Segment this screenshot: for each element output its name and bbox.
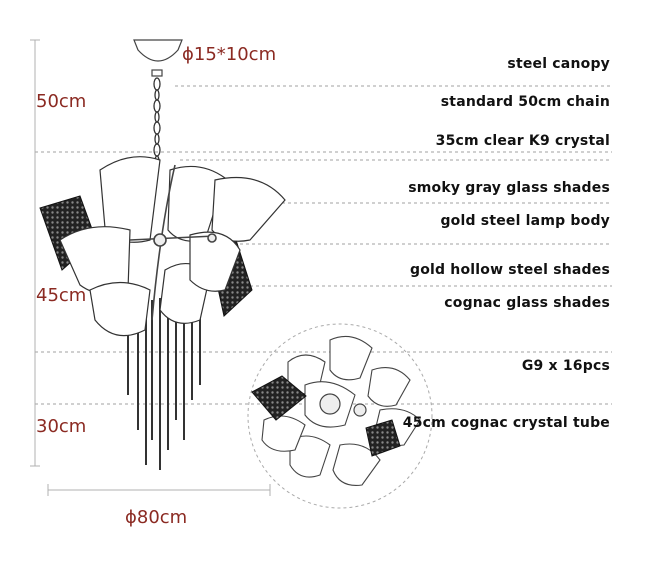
label-k9-crystal: 35cm clear K9 crystal [435, 133, 610, 149]
width-dimension-line [47, 484, 271, 496]
chain-drawing [153, 77, 161, 167]
lamp-body [129, 164, 217, 321]
canopy-drawing [133, 39, 183, 77]
label-cognac-crystal-tube: 45cm cognac crystal tube [402, 415, 610, 431]
tube-height-dimension: 30cm [36, 416, 87, 437]
glass-shades [59, 156, 286, 337]
body-height-dimension: 45cm [36, 285, 87, 306]
height-dimension-line [30, 39, 40, 467]
label-chain: standard 50cm chain [440, 94, 610, 110]
chain-height-dimension: 50cm [36, 91, 87, 112]
label-g9-bulbs: G9 x 16pcs [521, 358, 610, 374]
label-gold-hollow-shades: gold hollow steel shades [409, 262, 610, 278]
label-gold-lamp-body: gold steel lamp body [440, 213, 610, 229]
bottom-view [247, 323, 433, 509]
width-dimension: ϕ80cm [125, 507, 188, 528]
label-smoky-gray-shades: smoky gray glass shades [408, 180, 610, 196]
label-steel-canopy: steel canopy [507, 56, 610, 72]
canopy-dimension: ϕ15*10cm [182, 44, 277, 65]
label-cognac-glass-shades: cognac glass shades [444, 295, 610, 311]
